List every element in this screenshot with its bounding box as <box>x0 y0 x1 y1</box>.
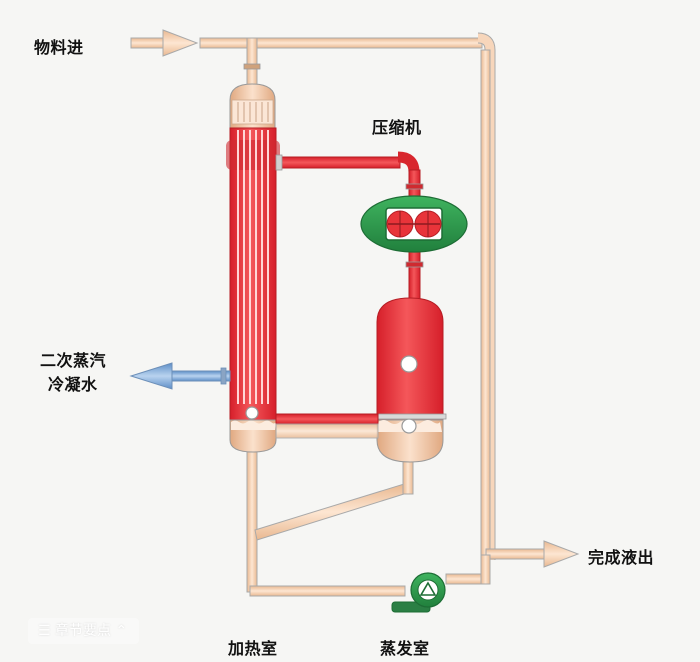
product-outlet-pipe <box>445 540 580 585</box>
list-icon: ☰ <box>38 623 51 639</box>
chapter-key-points-label: 章节要点 <box>55 623 112 639</box>
feed-inlet-pipe <box>130 29 251 57</box>
condensate-label: 冷凝水 <box>48 375 98 394</box>
chevron-up-icon: ⌃ <box>115 623 128 639</box>
condensate-outlet-pipe <box>129 362 231 390</box>
circulation-pipe <box>275 413 379 439</box>
feed-in-label: 物料进 <box>34 38 84 57</box>
evaporation-chamber-label: 蒸发室 <box>380 639 430 658</box>
recirculation-pipe <box>243 32 496 571</box>
compressor <box>360 195 468 253</box>
heating-chamber-vessel <box>226 83 280 453</box>
chapter-key-points-button[interactable]: ☰ 章节要点 ⌃ <box>28 618 140 644</box>
product-out-label: 完成液出 <box>588 548 655 567</box>
compressor-label: 压缩机 <box>372 118 422 137</box>
heating-chamber-label: 加热室 <box>228 639 278 658</box>
secondary-steam-label: 二次蒸汽 <box>40 351 107 370</box>
bottom-return-pipes <box>246 451 414 597</box>
circulation-pump <box>391 572 446 613</box>
evaporation-chamber-vessel <box>373 297 447 463</box>
